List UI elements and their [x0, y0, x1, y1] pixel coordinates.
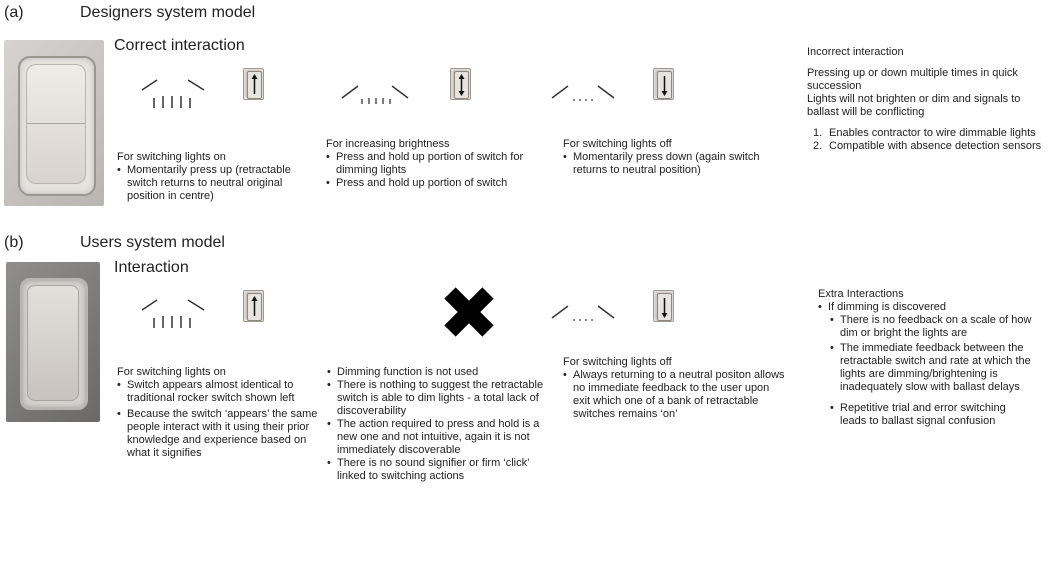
- a-col4-item-text: Compatible with absence detection sensor…: [829, 140, 1042, 152]
- dimming-icon: [341, 85, 409, 104]
- a-col2-text: For increasing brightness Press and hold…: [326, 138, 556, 190]
- a-col1-bullet: Momentarily press up (retractable switch…: [117, 164, 307, 203]
- switch-updown-icon: [450, 68, 471, 100]
- b-col1-text: For switching lights on Switch appears a…: [117, 366, 322, 460]
- a-col4-item-text: Enables contractor to wire dimmable ligh…: [829, 127, 1036, 139]
- section-a-label: (a): [4, 4, 24, 21]
- b-col4-sub-bullet: The immediate feedback between the retra…: [830, 342, 1033, 394]
- a-col2-heading: For increasing brightness: [326, 138, 450, 150]
- lights-off-icon: [551, 305, 615, 321]
- b-col4-top-bullet: If dimming is discovered: [818, 301, 1033, 314]
- b-col4-heading: Extra Interactions: [818, 288, 904, 300]
- a-col4-para1: Pressing up or down multiple times in qu…: [807, 67, 1018, 92]
- a-col3-text: For switching lights off Momentarily pre…: [563, 138, 783, 177]
- section-b-title: Users system model: [80, 234, 225, 251]
- a-col4-item: 2. Compatible with absence detection sens…: [807, 140, 1047, 153]
- lights-on-icon: [141, 299, 205, 328]
- a-col1-heading: For switching lights on: [117, 151, 226, 163]
- a-col3-bullet: Momentarily press down (again switch ret…: [563, 151, 783, 177]
- b-col3-bullet: Always returning to a neutral positon al…: [563, 369, 785, 421]
- a-col4-item-number: 2.: [813, 140, 823, 152]
- section-b-label: (b): [4, 234, 24, 251]
- b-col4-text: Extra Interactions If dimming is discove…: [818, 288, 1033, 428]
- section-a-title: Designers system model: [80, 4, 256, 21]
- section-b-subtitle: Interaction: [114, 259, 189, 276]
- lights-on-icon: [141, 79, 205, 108]
- switch-up-icon: [243, 68, 264, 100]
- b-col2-bullet: There is no sound signifier or firm ‘cli…: [327, 457, 547, 483]
- b-col3-heading: For switching lights off: [563, 356, 672, 368]
- a-col2-bullet: Press and hold up portion of switch for …: [326, 151, 556, 177]
- b-col1-bullet: Because the switch ‘appears’ the same pe…: [117, 408, 322, 460]
- a-col3-heading: For switching lights off: [563, 138, 672, 150]
- a-col1-text: For switching lights on Momentarily pres…: [117, 151, 307, 203]
- b-col4-sub-bullet: Repetitive trial and error switching lea…: [830, 402, 1033, 428]
- a-col4-item: 1. Enables contractor to wire dimmable li…: [807, 127, 1047, 140]
- a-col4-text: Incorrect interaction Pressing up or dow…: [807, 46, 1047, 153]
- switch-down-icon: [653, 68, 674, 100]
- b-col1-heading: For switching lights on: [117, 366, 226, 378]
- a-col4-heading: Incorrect interaction: [807, 46, 904, 58]
- switch-down-icon: [653, 290, 674, 322]
- b-col2-text: Dimming function is not used There is no…: [327, 366, 547, 483]
- rocker-switch-photo: [4, 40, 104, 206]
- b-col3-text: For switching lights off Always returnin…: [563, 356, 785, 421]
- a-col4-item-number: 1.: [813, 127, 823, 139]
- cross-icon: [444, 287, 494, 337]
- lights-off-icon: [551, 85, 615, 101]
- section-a-subtitle: Correct interaction: [114, 37, 245, 54]
- b-col2-bullet: There is nothing to suggest the retracta…: [327, 379, 547, 418]
- b-col2-bullet: The action required to press and hold is…: [327, 418, 547, 457]
- a-col4-para2: Lights will not brighten or dim and sign…: [807, 93, 1021, 118]
- traditional-switch-photo: [6, 262, 100, 422]
- b-col2-bullet: Dimming function is not used: [327, 366, 547, 379]
- b-col4-sub-bullet: There is no feedback on a scale of how d…: [830, 314, 1033, 340]
- switch-up-icon: [243, 290, 264, 322]
- b-col1-bullet: Switch appears almost identical to tradi…: [117, 379, 322, 405]
- a-col2-bullet: Press and hold up portion of switch: [326, 177, 556, 190]
